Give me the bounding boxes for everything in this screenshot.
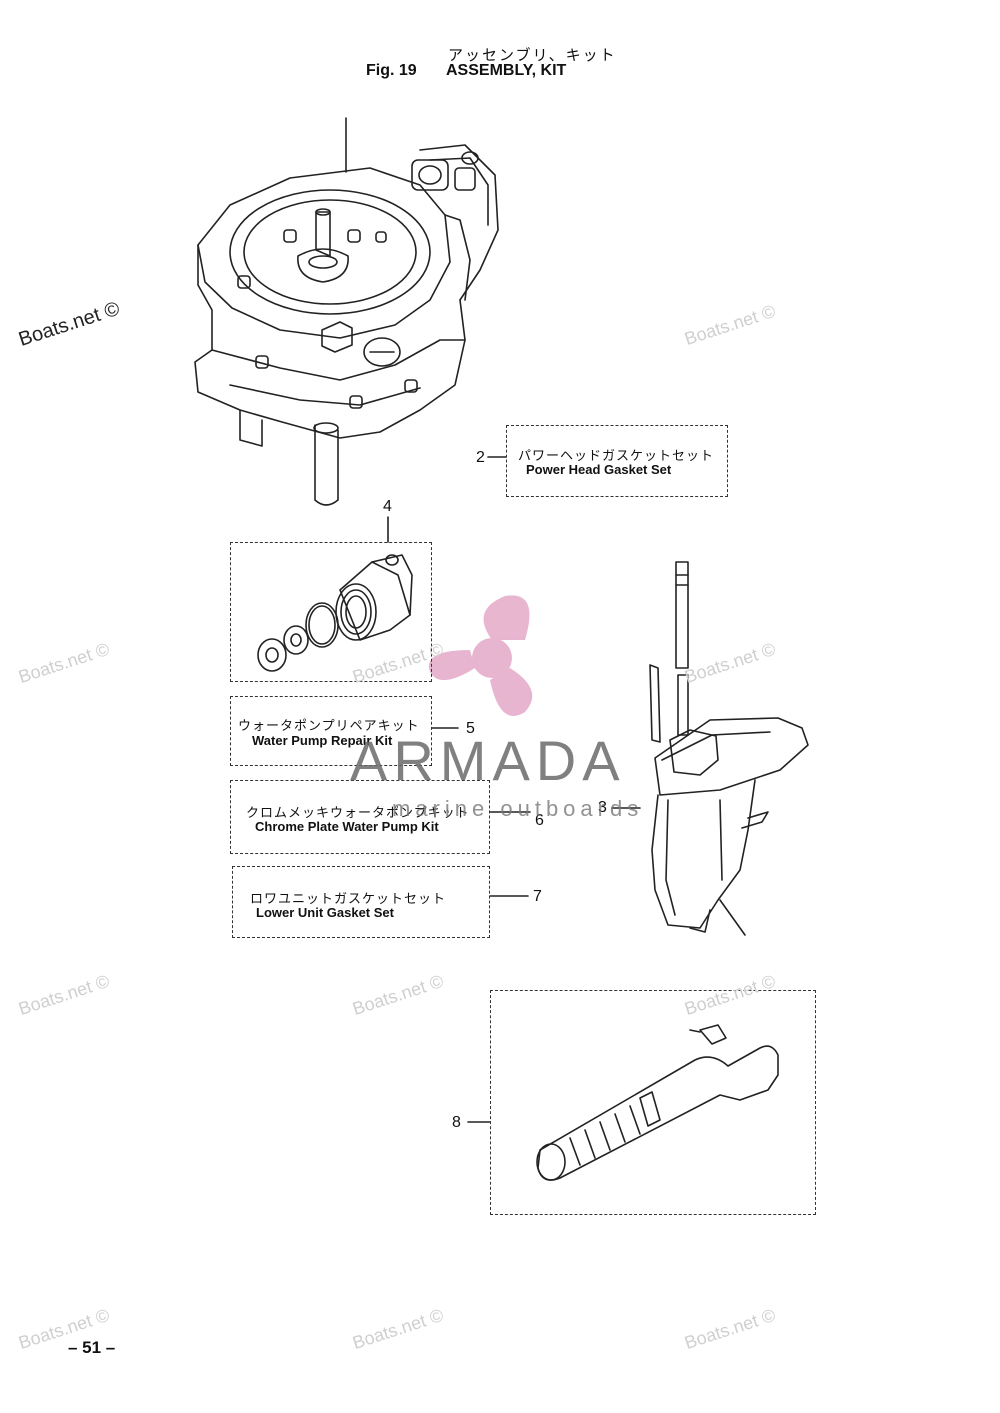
kit-7-label-en: Lower Unit Gasket Set	[256, 905, 394, 920]
kit-7-label-jp: ロワユニットガスケットセット	[250, 891, 447, 906]
drive-shaft-kit-drawing	[467, 1024, 779, 1181]
figure-title-en: ASSEMBLY, KIT	[446, 62, 567, 79]
kit-5-label-en: Water Pump Repair Kit	[252, 733, 393, 748]
figure-number: Fig. 19	[366, 62, 417, 79]
kit-box-8	[490, 990, 816, 1215]
water-pump-parts-drawing	[257, 516, 413, 672]
callout-3: 3	[598, 799, 607, 816]
power-head-drawing	[194, 117, 499, 506]
armada-tagline: marine outboards	[392, 796, 644, 821]
armada-wordmark: ARMADA	[350, 729, 626, 792]
figure-title: Fig. 19 ASSEMBLY, KIT	[366, 62, 566, 80]
kit-box-4	[230, 542, 432, 682]
callout-2: 2	[476, 449, 485, 466]
callout-7: 7	[533, 888, 542, 905]
page-number: – 51 –	[68, 1338, 116, 1357]
kit-2-label-en: Power Head Gasket Set	[526, 462, 672, 477]
kit-box-6	[230, 780, 490, 854]
kit-box-2	[506, 425, 728, 497]
kit-5-label-jp: ウォータポンプリペアキット	[238, 718, 420, 733]
callout-6: 6	[535, 812, 544, 829]
armada-logo	[428, 595, 533, 716]
callout-5: 5	[466, 720, 475, 737]
kit-2-label-jp: パワーヘッドガスケットセット	[518, 448, 715, 463]
figure-title-jp: アッセンブリ、キット	[448, 47, 617, 64]
kit-box-7	[232, 866, 490, 938]
kit-6-label-en: Chrome Plate Water Pump Kit	[255, 819, 439, 834]
callout-8: 8	[452, 1114, 461, 1131]
kit-6-label-jp: クロムメッキウォータポンプキット	[246, 805, 470, 820]
lower-unit-drawing	[649, 561, 809, 936]
kit-box-5	[230, 696, 432, 766]
callout-4: 4	[383, 498, 392, 515]
